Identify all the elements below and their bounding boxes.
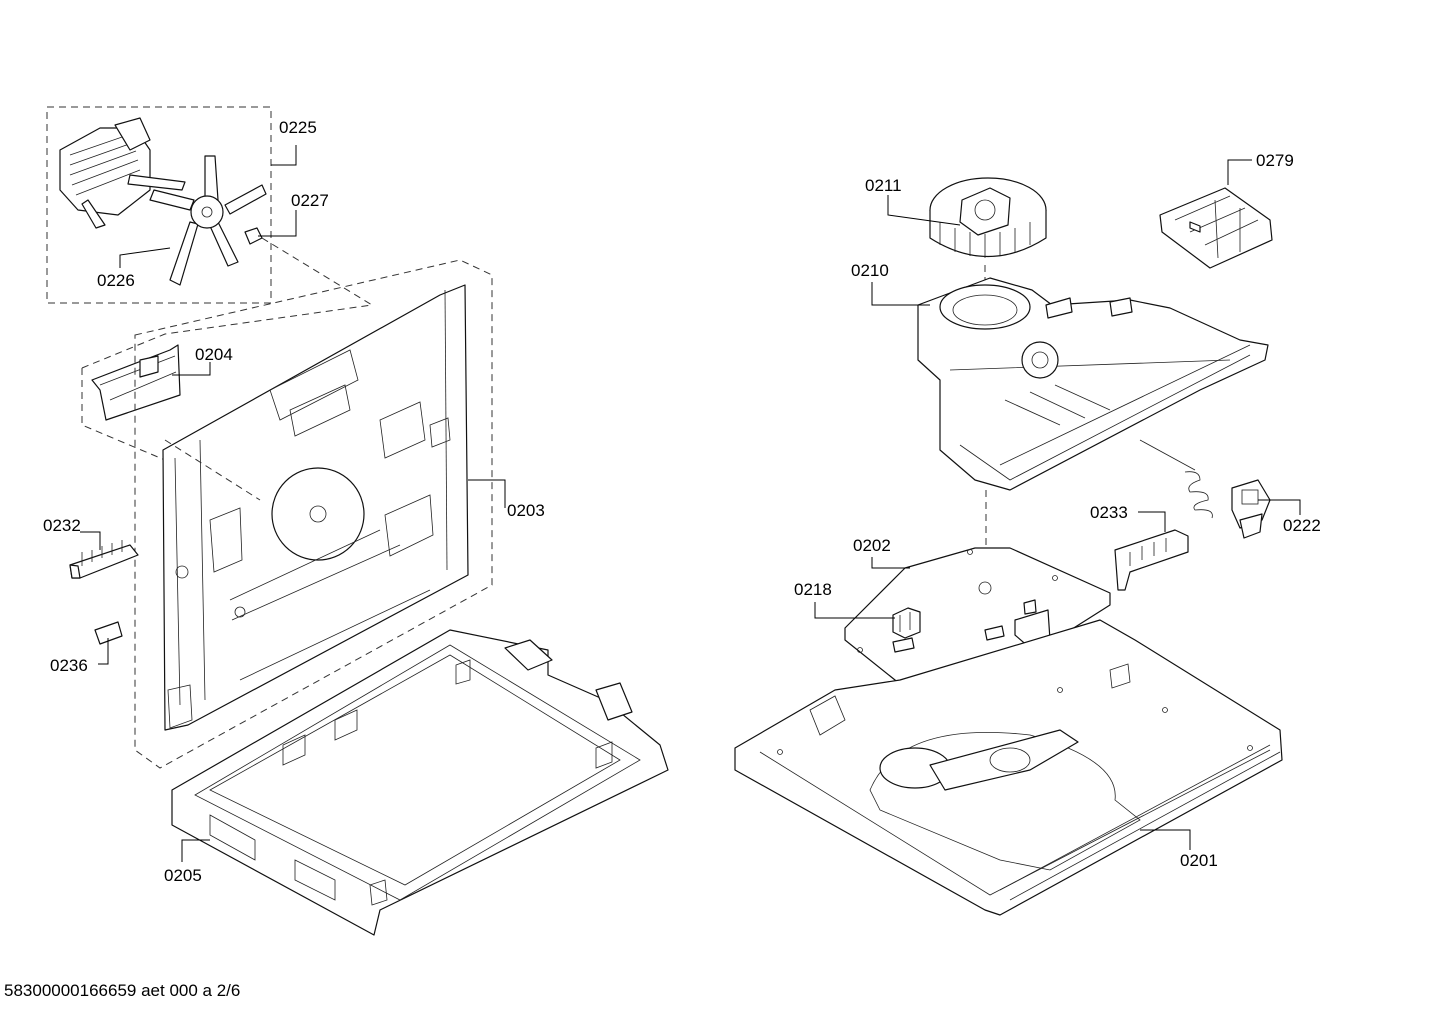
- document-reference: 58300000166659 aet 000 a 2/6: [4, 981, 241, 1000]
- label-0211: 0211: [865, 176, 902, 195]
- connector-strip-drawing: [1114, 529, 1189, 591]
- fan-motor-group: [46, 106, 272, 304]
- fan-blade-drawing: [149, 155, 267, 286]
- base-tray-drawing: [734, 619, 1283, 916]
- leader-lines: [80, 145, 1301, 862]
- label-0204: 0204: [195, 345, 233, 364]
- label-0202: 0202: [853, 536, 891, 555]
- label-0232: 0232: [43, 516, 81, 535]
- lamp-assembly-drawing: [1139, 439, 1271, 539]
- label-0222: 0222: [1283, 516, 1321, 535]
- terminal-block-drawing: [69, 540, 139, 579]
- label-0205: 0205: [164, 866, 202, 885]
- label-0279: 0279: [1256, 151, 1294, 170]
- bracket-group: [81, 304, 373, 461]
- label-0225: 0225: [279, 118, 317, 137]
- sensor-drawing: [892, 607, 921, 653]
- label-0233: 0233: [1090, 503, 1128, 522]
- bottom-frame-drawing: [171, 629, 669, 936]
- label-0210: 0210: [851, 261, 889, 280]
- label-0226: 0226: [97, 271, 135, 290]
- connector-block-drawing: [1159, 187, 1273, 269]
- label-0218: 0218: [794, 580, 832, 599]
- clip-drawing: [94, 621, 123, 645]
- blower-fan-drawing: [929, 177, 1047, 258]
- label-0236: 0236: [50, 656, 88, 675]
- label-0203: 0203: [507, 501, 545, 520]
- label-0227: 0227: [291, 191, 329, 210]
- label-0201: 0201: [1180, 851, 1218, 870]
- fan-motor-drawing: [59, 117, 186, 229]
- fan-housing-drawing: [917, 277, 1269, 491]
- back-panel-group: [134, 259, 493, 769]
